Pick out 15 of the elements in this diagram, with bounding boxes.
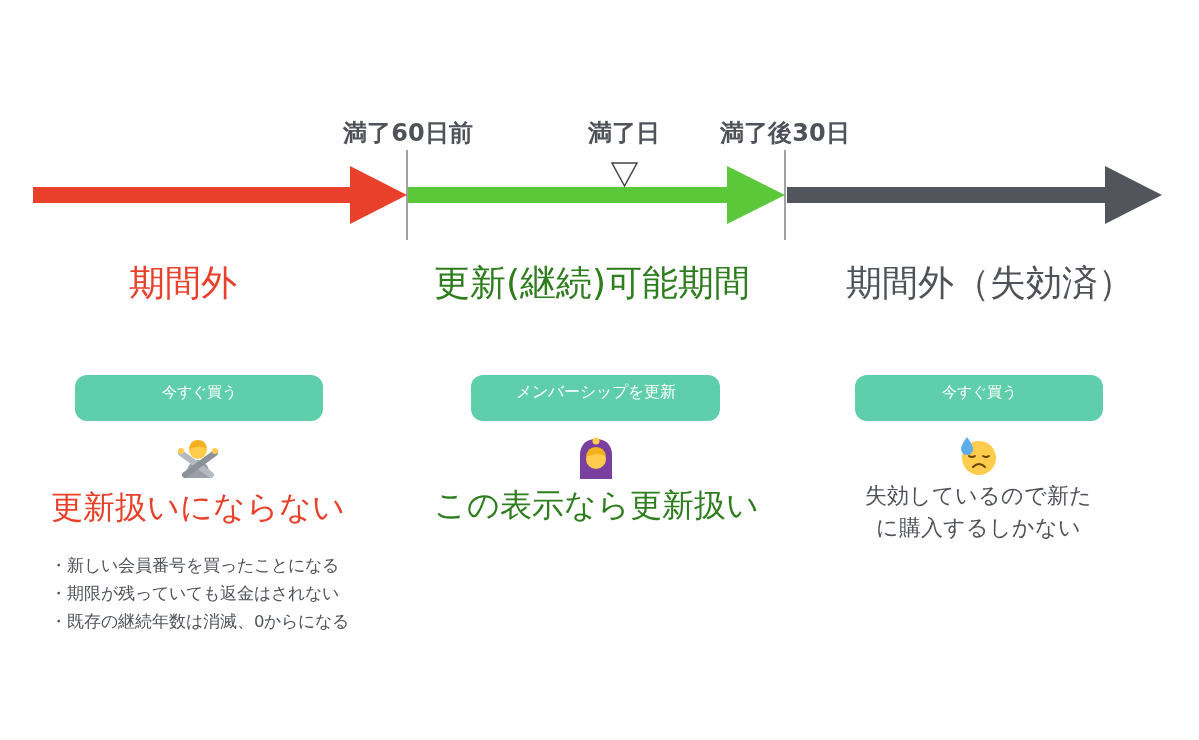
period-heading: 期間外（失効済） (846, 261, 1134, 305)
date-label: 満了60日前 (343, 118, 473, 148)
buy-now-button: 今すぐ買う (75, 375, 323, 421)
bullet-text: ・既存の継続年数は消滅、0からになる (50, 612, 350, 632)
bullet-text: ・新しい会員番号を買ったことになる (50, 556, 339, 576)
result-heading: 更新扱いにならない (51, 487, 345, 527)
renew-membership-button: メンバーシップを更新 (471, 375, 720, 421)
bullet-text: ・期限が残っていても返金はされない (50, 584, 339, 604)
period-heading: 更新(継続)可能期間 (433, 261, 751, 305)
date-label: 満了日 (588, 118, 660, 148)
note-text: 失効しているので新たに購入するしかない (863, 482, 1093, 542)
period-heading: 期間外 (129, 261, 237, 305)
buy-now-button: 今すぐ買う (855, 375, 1103, 421)
date-label: 満了後30日 (720, 118, 850, 148)
result-heading: この表示なら更新扱い (433, 485, 759, 525)
